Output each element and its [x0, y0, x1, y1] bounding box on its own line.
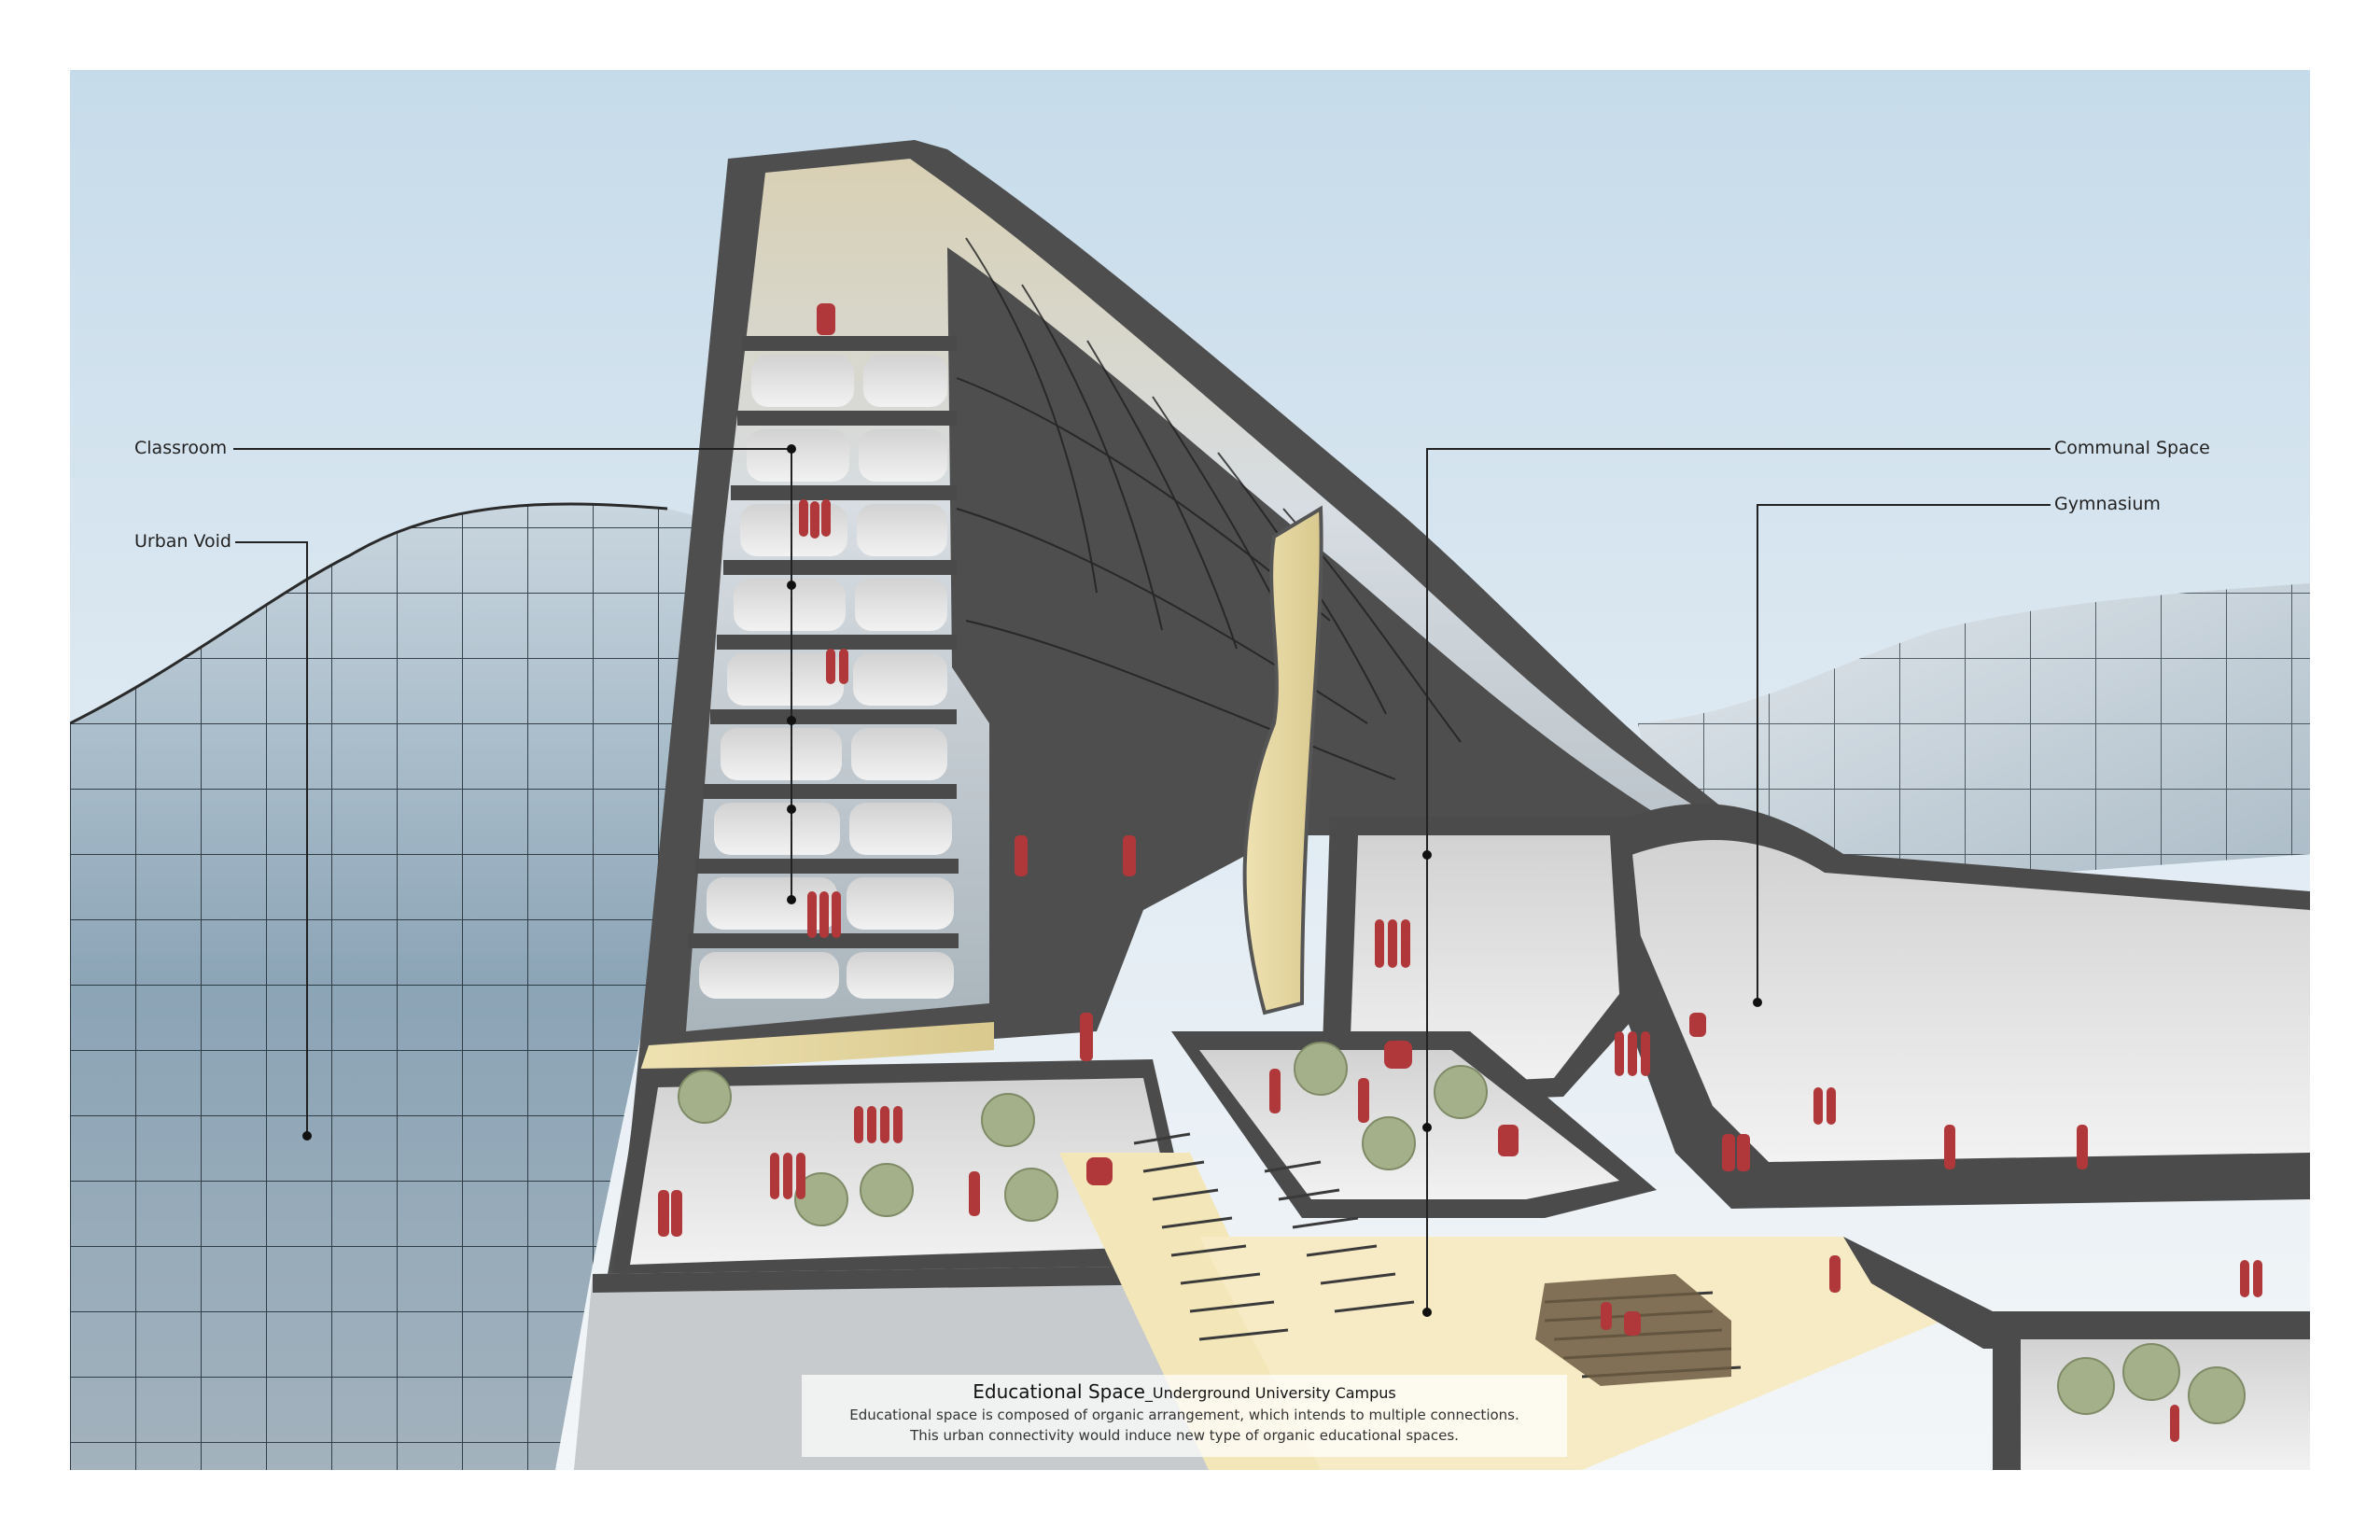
- gymnasium-floor: [1563, 804, 2310, 1209]
- communal-space-label: Communal Space: [2054, 438, 2210, 458]
- classroom-label: Classroom: [134, 438, 228, 458]
- gymnasium-dome: [1638, 583, 2310, 901]
- caption-title-main: Educational Space: [973, 1380, 1145, 1403]
- caption-line-2: This urban connectivity would induce new…: [910, 1427, 1459, 1444]
- main-building-section: [574, 140, 2310, 1470]
- gymnasium-leader: [1757, 504, 2051, 1002]
- classroom-floors: [688, 336, 959, 948]
- section-drawing: Classroom Urban Void Communal Space Gymn…: [70, 70, 2310, 1470]
- classroom-rooms: [699, 355, 954, 999]
- gymnasium-label: Gymnasium: [2054, 494, 2161, 514]
- leader-dots: [302, 444, 1762, 1317]
- urban-void-label: Urban Void: [134, 531, 231, 552]
- caption-box: Educational Space_Underground University…: [802, 1375, 1567, 1457]
- caption-title-sub: _Underground University Campus: [1144, 1384, 1396, 1402]
- communal-space-leader: [1426, 448, 2051, 1312]
- section-illustration: [70, 70, 2310, 1470]
- classroom-base-beam: [639, 1022, 994, 1073]
- roof-grid: [956, 237, 1462, 780]
- people: [658, 303, 2262, 1442]
- curved-wall: [1242, 505, 1323, 1015]
- urban-void-leader: [235, 541, 308, 1136]
- trees: [678, 1042, 2246, 1424]
- urban-void-dome: [70, 502, 705, 1470]
- caption-line-1: Educational space is composed of organic…: [849, 1407, 1519, 1423]
- caption-title: Educational Space_Underground University…: [802, 1380, 1567, 1403]
